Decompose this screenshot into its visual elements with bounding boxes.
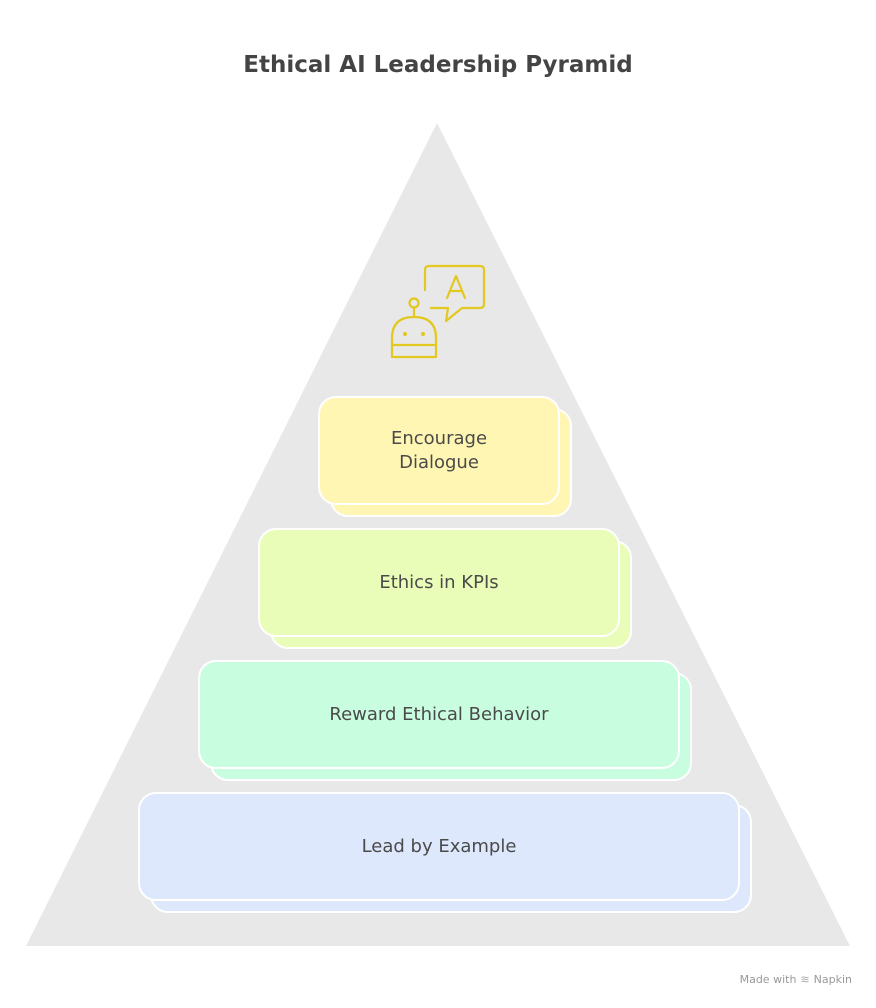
layer-label: Lead by Example	[138, 792, 740, 901]
layer-label: Reward Ethical Behavior	[198, 660, 680, 769]
made-with-label: Made with	[739, 973, 797, 986]
diagram-title: Ethical AI Leadership Pyramid	[243, 52, 633, 78]
napkin-brand: Napkin	[813, 973, 852, 986]
layer-label: Encourage Dialogue	[318, 396, 560, 505]
robot-speech-bubble-icon	[390, 264, 486, 359]
layer-label: Ethics in KPIs	[258, 528, 620, 637]
napkin-logo-icon: ≋	[800, 973, 810, 986]
napkin-footer[interactable]: Made with ≋ Napkin	[740, 973, 852, 986]
